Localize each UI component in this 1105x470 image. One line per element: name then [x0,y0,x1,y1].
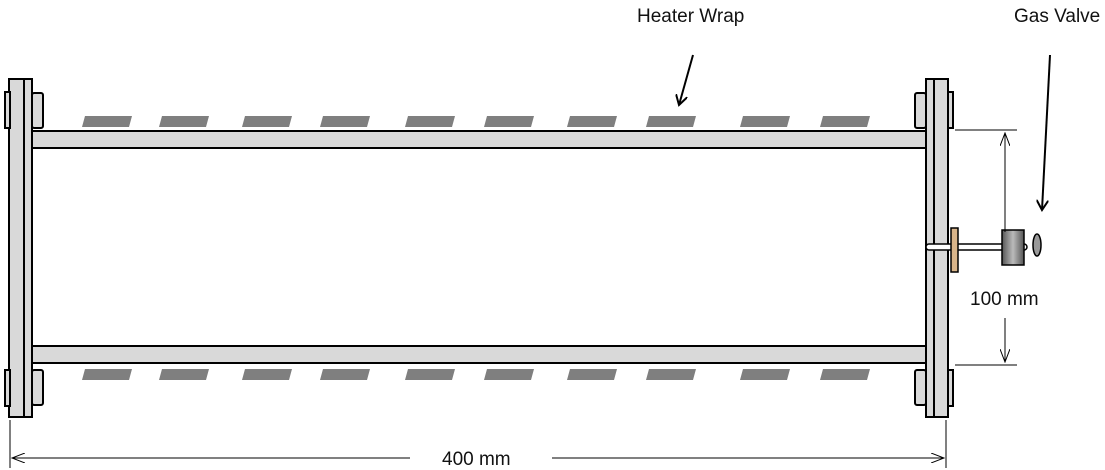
gas-valve-label: Gas Valve [1014,6,1100,27]
heater-pad [740,369,790,380]
bottom-tube-wall [23,345,935,364]
gas-valve-arrow [1042,54,1051,210]
heater-pad [159,116,209,127]
heater-pad [320,369,370,380]
diameter-dimension [955,129,1017,366]
heater-pad [820,369,870,380]
heater-pad [405,116,455,127]
gas-valve [925,227,1042,273]
heater-pad [242,116,292,127]
heater-pad [159,369,209,380]
heater-wrap-pads [82,116,870,380]
heater-pad [567,369,617,380]
heater-pad [740,116,790,127]
heater-pad [646,369,696,380]
heater-pad [567,116,617,127]
diameter-label: 100 mm [970,289,1039,310]
heater-pad [320,116,370,127]
heater-wrap-label: Heater Wrap [637,6,744,27]
heater-pad [484,369,534,380]
left-flange [4,78,44,418]
length-label: 400 mm [442,449,511,470]
heater-pad [242,369,292,380]
top-tube-wall [23,130,935,149]
length-dimension [9,420,947,468]
heater-pad [484,116,534,127]
heater-pad [646,116,696,127]
heater-pad [82,369,132,380]
heater-pad [820,116,870,127]
heater-pad [405,369,455,380]
heater-pad [82,116,132,127]
heater-wrap-arrow [679,54,694,105]
